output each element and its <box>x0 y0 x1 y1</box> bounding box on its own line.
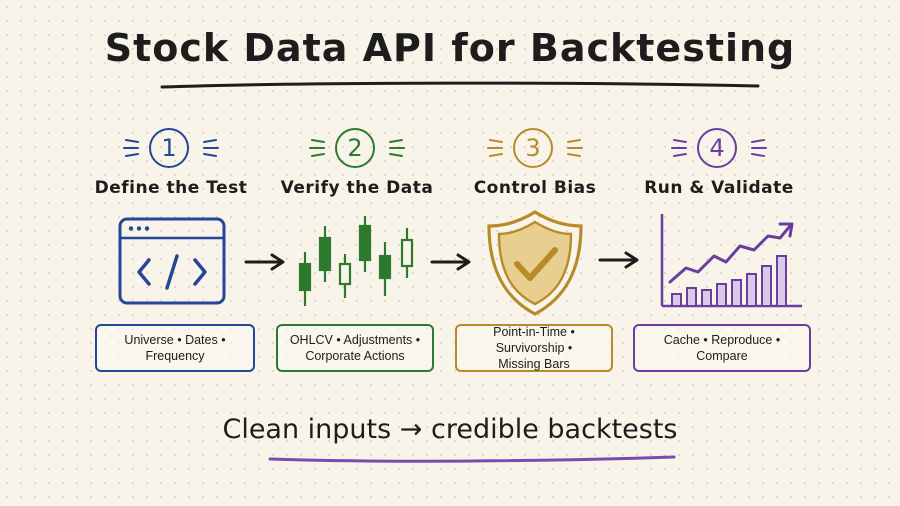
step-4-box: Cache • Reproduce • Compare <box>633 324 811 372</box>
step-3-box: Point-in-Time • Survivorship • Missing B… <box>455 324 613 372</box>
step-4-sparkle-icon <box>671 139 767 157</box>
step-3-box-line2: Missing Bars <box>498 357 570 371</box>
step-2-title: Verify the Data <box>280 178 434 198</box>
step-3-sparkle-icon <box>487 139 583 157</box>
arrow-right-icon <box>598 251 639 269</box>
step-2-badge: 2 <box>252 126 462 170</box>
step-1-sparkle-icon <box>123 139 219 157</box>
step-1-title: Define the Test <box>94 178 248 198</box>
step-4-number: 4 <box>697 128 737 168</box>
step-3-title: Control Bias <box>473 178 597 198</box>
step-2-box-line2: Corporate Actions <box>305 349 405 363</box>
candlestick-chart-icon <box>298 216 414 306</box>
rising-bar-chart-icon <box>660 214 802 308</box>
step-3-box-line1: Point-in-Time • Survivorship • <box>493 325 575 355</box>
step-4-box-text: Cache • Reproduce • Compare <box>663 333 781 363</box>
tagline: Clean inputs → credible backtests <box>222 414 678 445</box>
tagline-underline <box>268 455 676 463</box>
page-title: Stock Data API for Backtesting <box>104 26 796 70</box>
step-3-badge: 3 <box>430 126 640 170</box>
step-1-box-text: Universe • Dates • Frequency <box>124 333 226 363</box>
step-2-sparkle-icon <box>309 139 405 157</box>
shield-check-icon <box>487 210 583 316</box>
step-1-box: Universe • Dates • Frequency <box>95 324 255 372</box>
arrow-right-icon <box>244 253 285 271</box>
step-2-box: OHLCV • Adjustments • Corporate Actions <box>276 324 434 372</box>
step-3-number: 3 <box>513 128 553 168</box>
code-window-icon <box>118 217 226 305</box>
step-2-box-line1: OHLCV • Adjustments • <box>289 333 421 347</box>
title-underline <box>160 81 760 89</box>
arrow-right-icon <box>430 253 471 271</box>
step-4-title: Run & Validate <box>644 178 794 198</box>
step-1-number: 1 <box>149 128 189 168</box>
step-1-badge: 1 <box>66 126 276 170</box>
step-2-number: 2 <box>335 128 375 168</box>
step-4-badge: 4 <box>614 126 824 170</box>
